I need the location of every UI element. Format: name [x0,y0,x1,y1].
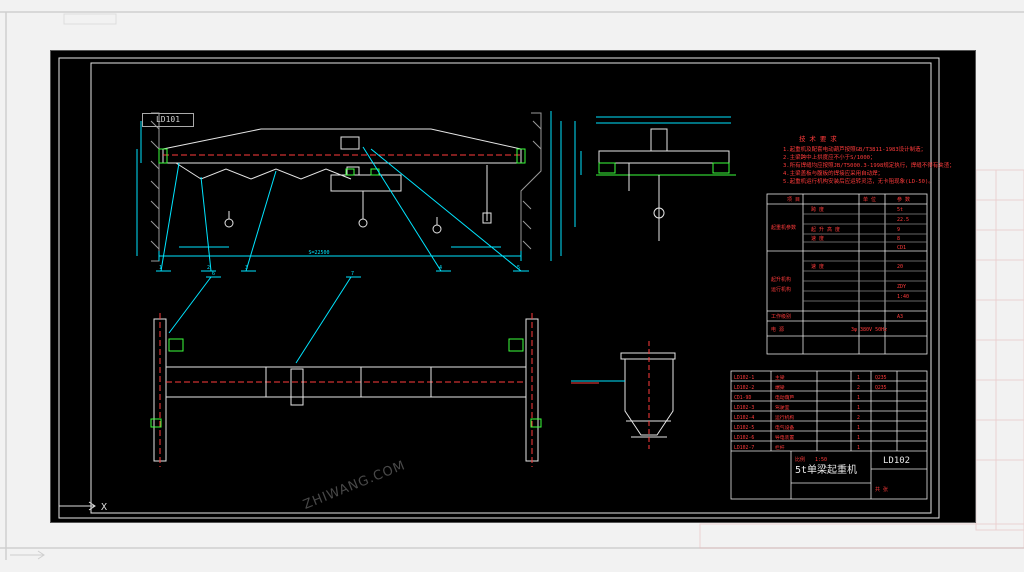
svg-text:3: 3 [245,265,248,271]
svg-text:1: 1 [159,265,162,271]
svg-text:导电装置: 导电装置 [775,434,794,441]
svg-text:ZDY: ZDY [897,284,906,290]
svg-text:LD102-2: LD102-2 [734,385,754,391]
svg-text:参 数: 参 数 [897,196,910,203]
svg-text:LD102-7: LD102-7 [734,445,754,451]
svg-text:电气设备: 电气设备 [775,424,794,431]
svg-text:5: 5 [517,265,520,271]
svg-text:栏杆: 栏杆 [775,444,785,451]
svg-text:电 源: 电 源 [771,326,784,333]
svg-text:主梁: 主梁 [775,374,785,381]
bom-rows: LD102-1 主梁 1 Q235 LD102-2 端梁 2 Q235 CD1-… [734,374,887,451]
svg-text:2.主梁跨中上拱度应不小于S/1000；: 2.主梁跨中上拱度应不小于S/1000； [783,153,876,161]
svg-text:起 升 高 度: 起 升 高 度 [811,226,840,233]
drawing-code-tag: LD101 [142,113,194,127]
svg-text:1: 1 [857,445,860,451]
title-block [730,370,928,500]
ucs-icon-outer [10,550,45,560]
svg-text:LD102-6: LD102-6 [734,435,754,441]
svg-text:工作级别: 工作级别 [771,313,791,320]
svg-text:运行机构: 运行机构 [771,286,791,293]
sheet-border-outer [58,57,940,519]
svg-text:6: 6 [212,271,215,277]
svg-text:2: 2 [857,415,860,421]
svg-text:4.主梁盖板与腹板的焊接应采用自动焊；: 4.主梁盖板与腹板的焊接应采用自动焊； [783,169,883,177]
svg-text:22.5: 22.5 [897,217,909,223]
svg-text:8: 8 [897,236,900,242]
svg-text:LD102-4: LD102-4 [734,415,754,421]
svg-text:起重机参数: 起重机参数 [771,224,796,231]
svg-text:技 术 要 求: 技 术 要 求 [799,134,837,143]
svg-text:1.起重机及配套电动葫芦按照GB/T3811-1983设计制: 1.起重机及配套电动葫芦按照GB/T3811-1983设计制造； [783,145,926,153]
callout-numbers: 1 2 3 4 5 [159,265,520,271]
svg-text:1: 1 [857,405,860,411]
svg-text:1:40: 1:40 [897,294,909,300]
plan-view [150,276,542,467]
front-elevation-view [136,111,562,272]
sheet-label: 共 张 [875,486,888,493]
technical-requirements: 技 术 要 求 1.起重机及配套电动葫芦按照GB/T3811-1983设计制造；… [783,134,955,185]
sheet-border-inner [90,62,932,514]
svg-text:起升机构: 起升机构 [771,276,791,283]
svg-text:1: 1 [857,395,860,401]
svg-text:X: X [101,502,107,513]
svg-text:速 度: 速 度 [811,263,824,270]
svg-text:2: 2 [207,265,210,271]
svg-text:7: 7 [351,271,354,277]
scale-label: 比例 [795,456,805,463]
title-code: LD102 [883,456,910,466]
svg-text:LD102-1: LD102-1 [734,375,754,381]
spec-table [766,193,928,355]
svg-text:CD1: CD1 [897,245,906,251]
span-dimension-label: S=22500 [308,250,329,256]
product-name: 5t单梁起重机 [795,463,857,476]
svg-text:驾驶室: 驾驶室 [775,404,790,411]
ucs-icon: X [59,501,107,513]
side-view [574,116,736,241]
svg-text:2: 2 [857,385,860,391]
svg-text:4: 4 [439,265,442,271]
svg-text:电动葫芦: 电动葫芦 [775,394,794,401]
svg-text:Q235: Q235 [875,375,887,381]
cad-viewport[interactable]: S=22500 1 2 3 4 5 [50,50,976,523]
svg-text:5t: 5t [897,207,903,213]
svg-text:1: 1 [857,375,860,381]
svg-text:3.所有焊缝均应按照JB/T5000.3-1998规定执行，: 3.所有焊缝均应按照JB/T5000.3-1998规定执行，焊缝不得有夹渣； [783,161,955,169]
svg-text:运行机构: 运行机构 [775,414,794,421]
spec-table-text: 项 目 单 位 参 数 起重机参数 起升机构 运行机构 跨 度 5t 22.5 … [771,196,910,333]
svg-text:跨 度: 跨 度 [811,206,824,213]
svg-text:单 位: 单 位 [863,196,876,203]
svg-text:项 目: 项 目 [787,197,800,203]
svg-text:20: 20 [897,264,903,270]
svg-text:CD1-9D: CD1-9D [734,395,751,401]
svg-text:1: 1 [857,435,860,441]
svg-text:9: 9 [897,227,900,233]
svg-text:LD102-3: LD102-3 [734,405,754,411]
svg-text:3φ 380V 50Hz: 3φ 380V 50Hz [851,327,887,333]
svg-text:LD102-5: LD102-5 [734,425,754,431]
detail-section-view [571,341,676,449]
svg-text:5.起重机运行机构安装后应运转灵活，无卡阻现象(LD-50): 5.起重机运行机构安装后应运转灵活，无卡阻现象(LD-50)。 [783,177,934,185]
scale-value: 1:50 [815,457,827,463]
svg-text:A3: A3 [897,314,903,320]
svg-text:端梁: 端梁 [775,384,785,391]
svg-text:Q235: Q235 [875,385,887,391]
svg-text:速 度: 速 度 [811,235,824,242]
svg-text:1: 1 [857,425,860,431]
